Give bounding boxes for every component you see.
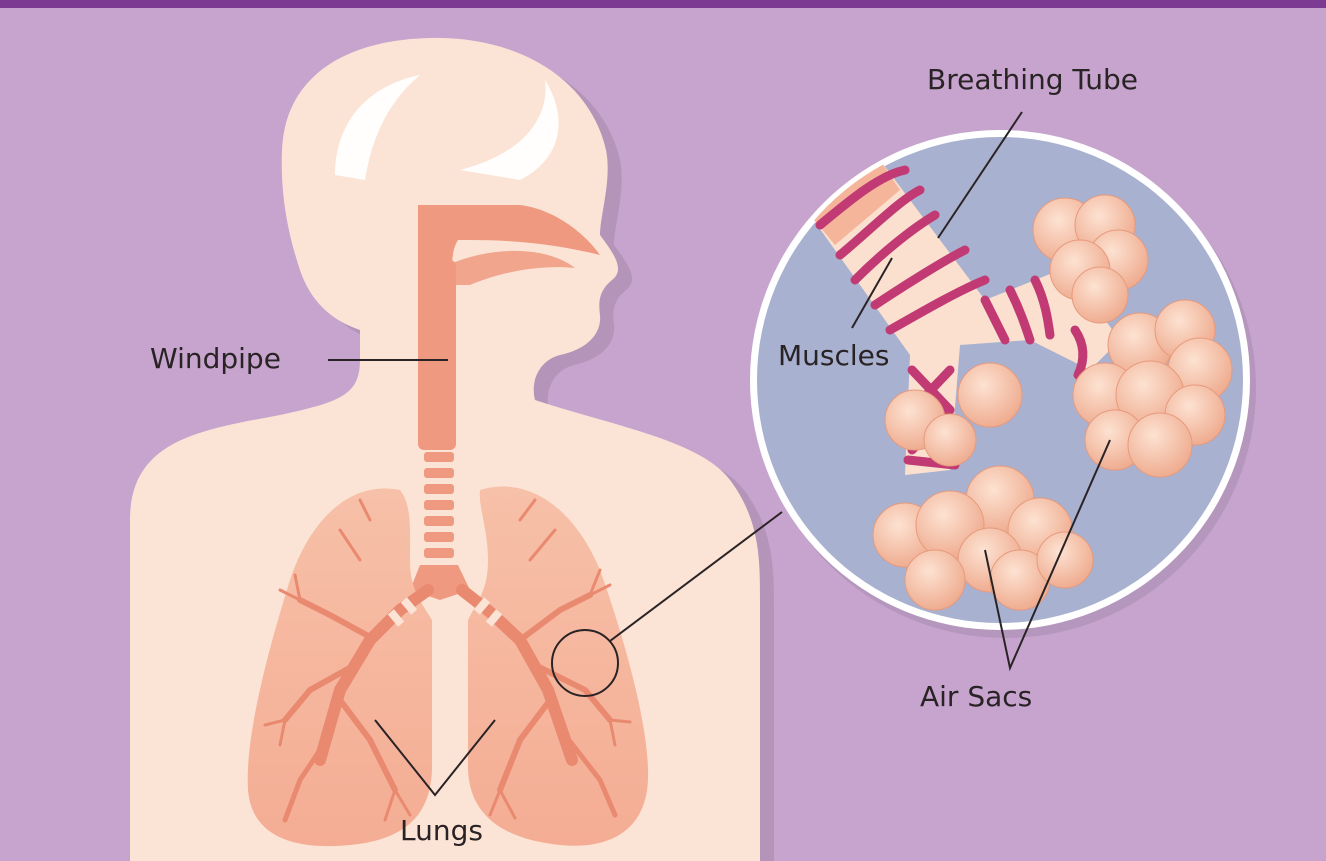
label-lungs: Lungs: [400, 817, 483, 845]
magnified-inset: [750, 130, 1256, 638]
label-air-sacs: Air Sacs: [920, 683, 1032, 711]
top-bar: [0, 0, 1326, 8]
label-breathing-tube: Breathing Tube: [927, 66, 1138, 94]
label-muscles: Muscles: [778, 342, 889, 370]
label-windpipe: Windpipe: [150, 345, 281, 373]
